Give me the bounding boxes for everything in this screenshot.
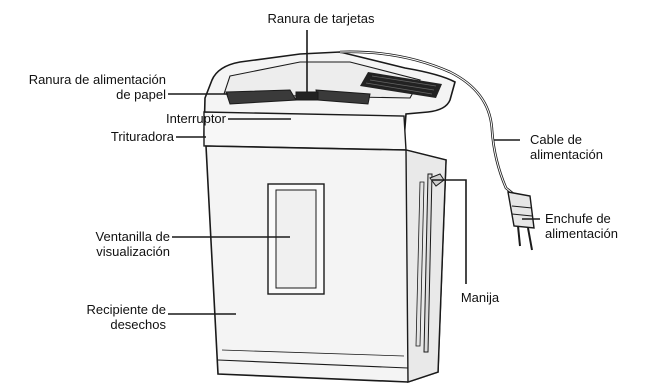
label-switch: Interruptor — [130, 111, 226, 126]
label-card-slot-text: Ranura de tarjetas — [267, 11, 375, 26]
label-power-cable-line2: alimentación — [530, 147, 603, 162]
label-waste-bin-line1: Recipiente de — [86, 302, 167, 317]
leader-lines — [168, 30, 540, 315]
label-handle-text: Manija — [460, 290, 500, 305]
label-shredder: Trituradora — [86, 129, 174, 144]
label-power-cable: Cable de alimentación — [530, 132, 640, 162]
label-power-cable-line1: Cable de — [530, 132, 583, 147]
label-card-slot: Ranura de tarjetas — [262, 11, 380, 26]
label-paper-feed-line2: de papel — [116, 87, 166, 102]
label-handle: Manija — [452, 290, 508, 305]
label-waste-bin-line2: desechos — [110, 317, 166, 332]
label-viewing-window: Ventanilla de visualización — [60, 229, 170, 259]
label-viewing-window-line2: visualización — [96, 244, 170, 259]
label-paper-feed-line1: Ranura de alimentación — [28, 72, 166, 87]
leader-handle — [432, 179, 467, 284]
label-waste-bin: Recipiente de desechos — [60, 302, 167, 332]
label-viewing-window-line1: Ventanilla de — [95, 229, 170, 244]
label-shredder-text: Trituradora — [110, 129, 174, 144]
shredder-head-front — [203, 111, 407, 151]
label-switch-text: Interruptor — [166, 111, 226, 126]
label-power-plug-line1: Enchufe de — [545, 211, 611, 226]
label-power-plug: Enchufe de alimentación — [545, 211, 651, 241]
label-paper-feed: Ranura de alimentación de papel — [6, 72, 166, 102]
label-power-plug-line2: alimentación — [545, 226, 618, 241]
power-plug — [507, 191, 535, 251]
vent-grille — [360, 72, 442, 98]
card-slot — [295, 91, 319, 101]
